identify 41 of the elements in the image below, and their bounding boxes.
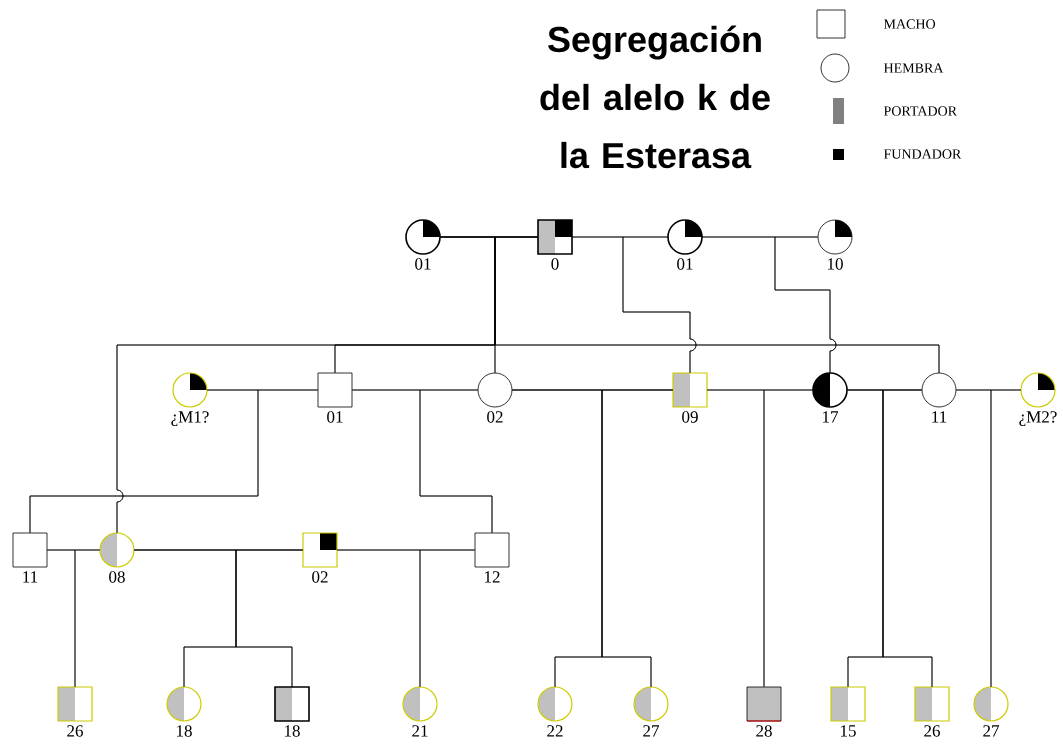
pedigree-line xyxy=(990,389,1022,688)
pedigree-line xyxy=(622,236,697,374)
id-label: 11 xyxy=(23,571,38,583)
id-label: 01 xyxy=(415,258,431,270)
id-label: 10 xyxy=(828,258,843,270)
id-label: 15 xyxy=(841,725,856,737)
pedigree-line xyxy=(419,549,476,688)
id-label: 18 xyxy=(177,725,192,737)
id-label: 27 xyxy=(983,725,999,737)
id-label: ¿M1? xyxy=(171,411,209,426)
title: Segregación del alelo k de la Esterasa xyxy=(540,25,770,169)
pedigree-line xyxy=(29,389,319,534)
id-label: 17 xyxy=(823,411,838,423)
pedigree-line xyxy=(419,389,493,534)
id-label: 09 xyxy=(682,411,698,423)
legend-label: HEMBRA xyxy=(883,63,944,73)
id-label: 02 xyxy=(487,411,503,423)
id-label: 18 xyxy=(285,725,300,737)
pedigree-line xyxy=(601,389,674,688)
id-label: ¿M2? xyxy=(1019,411,1057,426)
pedigree-line xyxy=(882,389,933,688)
legend-label: MACHO xyxy=(883,19,936,29)
id-label: 22 xyxy=(547,725,563,737)
pedigree-line xyxy=(763,389,814,688)
id-label: 28 xyxy=(756,725,772,737)
id-label: 12 xyxy=(485,571,500,583)
legend-label: FUNDADOR xyxy=(883,149,962,159)
id-label: 01 xyxy=(327,411,343,423)
id-label: 0 xyxy=(551,258,559,270)
id-label: 26 xyxy=(67,725,83,737)
legend-label: PORTADOR xyxy=(883,106,957,116)
pedigree-line xyxy=(774,236,837,374)
id-label: 08 xyxy=(109,571,125,583)
pedigree-line xyxy=(235,549,304,688)
id-label: 02 xyxy=(312,571,328,583)
id-label: 01 xyxy=(677,258,693,270)
id-label: 11 xyxy=(932,411,947,423)
id-label: 21 xyxy=(412,725,428,737)
pedigree-line xyxy=(74,549,101,688)
id-label: 27 xyxy=(643,725,659,737)
id-label: 26 xyxy=(924,725,940,737)
